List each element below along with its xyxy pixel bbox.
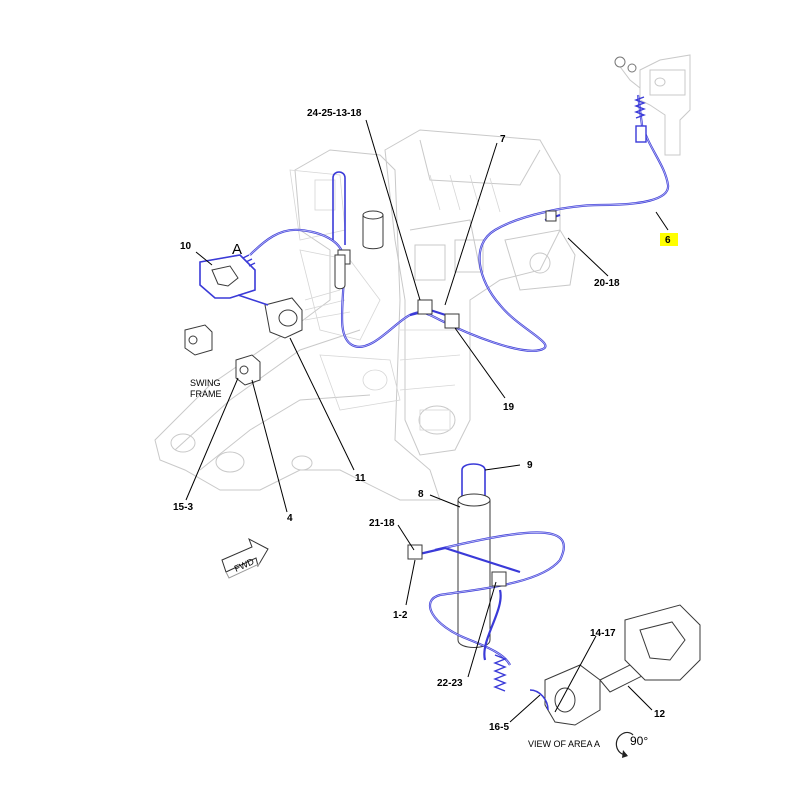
callout-11: 11 <box>355 473 366 484</box>
fwd-arrow-icon <box>221 537 269 579</box>
callout-21-18: 21-18 <box>369 518 395 529</box>
callout-4: 4 <box>287 513 293 524</box>
fork-bracket-10 <box>199 254 256 299</box>
swing-frame-ghost <box>154 149 441 501</box>
callout-12: 12 <box>654 709 666 720</box>
callout-9: 9 <box>527 460 533 471</box>
swing-frame-line1: SWING <box>190 378 221 388</box>
leader-lines <box>185 119 669 723</box>
view-caption: VIEW OF AREA A <box>528 739 600 749</box>
callout-20-18: 20-18 <box>594 278 620 289</box>
callout-A: A <box>232 241 242 258</box>
callout-15-3: 15-3 <box>173 502 193 513</box>
small-brackets <box>184 324 261 386</box>
highlight-6 <box>660 233 678 246</box>
callout-8: 8 <box>418 489 424 500</box>
callout-7: 7 <box>500 134 506 145</box>
callout-16-5: 16-5 <box>489 722 509 733</box>
rotation-label: 90° <box>630 734 648 748</box>
callout-1-2: 1-2 <box>393 610 408 621</box>
pilot-lever-bracket <box>614 54 691 156</box>
spring-upper <box>634 96 647 143</box>
callout-24-25-13-18: 24-25-13-18 <box>307 108 362 119</box>
cable-clamps <box>337 210 557 329</box>
valve-block-ghost <box>384 129 576 456</box>
guide-tube-upper <box>332 171 384 290</box>
bushing-11 <box>237 294 303 339</box>
callout-10: 10 <box>180 241 192 252</box>
swing-frame-line2: FRAME <box>190 389 222 399</box>
rotate-90-icon <box>615 731 634 758</box>
detail-view-a <box>407 463 701 726</box>
callout-19: 19 <box>503 402 515 413</box>
callout-6: 6 <box>665 235 671 246</box>
callout-14-17: 14-17 <box>590 628 616 639</box>
callout-22-23: 22-23 <box>437 678 463 689</box>
